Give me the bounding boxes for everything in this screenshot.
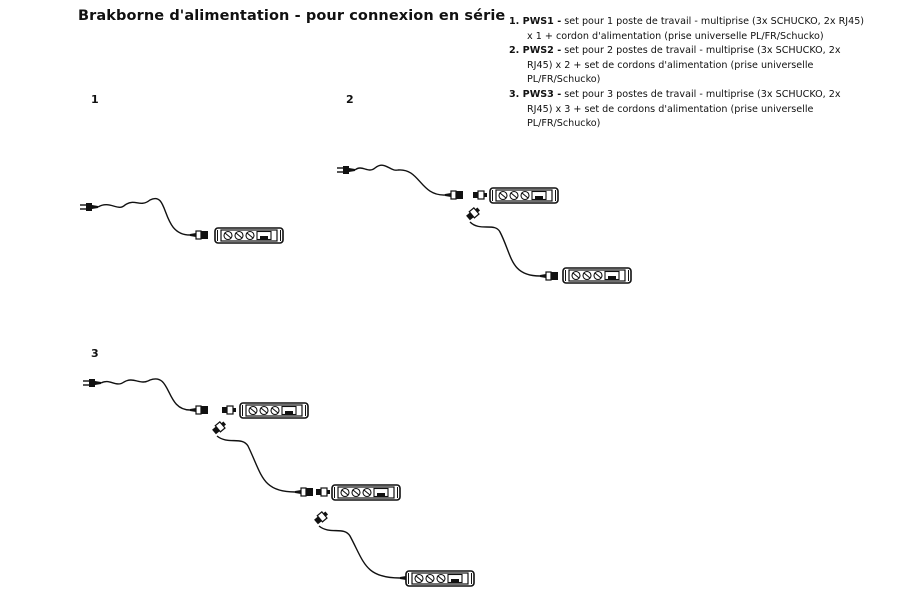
list-item-pws1: 1. PWS1 - set pour 1 poste de travail - … bbox=[509, 15, 869, 44]
list-item-pws2: 2. PWS2 - set pour 2 postes de travail -… bbox=[509, 44, 869, 88]
power-strip-icon bbox=[214, 227, 284, 244]
diagram-2 bbox=[336, 164, 632, 284]
product-list: 1. PWS1 - set pour 1 poste de travail - … bbox=[509, 15, 869, 132]
socket-connector-icon bbox=[210, 419, 228, 436]
plug-icon bbox=[336, 165, 356, 175]
extension-cord bbox=[216, 435, 296, 493]
socket-connector-icon bbox=[312, 509, 330, 526]
plug-icon bbox=[79, 202, 99, 212]
diagram-number-1: 1 bbox=[91, 93, 99, 106]
extension-cord bbox=[318, 525, 401, 579]
diagram-number-3: 3 bbox=[91, 347, 99, 360]
item-description: set pour 2 postes de travail - multipris… bbox=[527, 45, 841, 86]
item-label: 3. PWS3 - bbox=[509, 88, 562, 100]
power-cord bbox=[97, 197, 191, 236]
diagram-3 bbox=[82, 378, 475, 587]
list-item-pws3: 3. PWS3 - set pour 3 postes de travail -… bbox=[509, 88, 869, 132]
power-strip-icon bbox=[331, 484, 401, 501]
item-label: 1. PWS1 - bbox=[509, 16, 562, 27]
socket-connector-icon bbox=[221, 405, 237, 415]
page-title: Brakborne d'alimentation - pour connexio… bbox=[78, 8, 506, 24]
diagram-1 bbox=[79, 197, 284, 244]
connector-icon bbox=[294, 487, 314, 497]
connector-icon bbox=[189, 405, 209, 415]
item-description: set pour 3 postes de travail - multipris… bbox=[527, 88, 841, 130]
power-strip-icon bbox=[239, 402, 309, 419]
connector-icon bbox=[444, 190, 464, 200]
power-cord bbox=[100, 378, 191, 411]
power-strip-icon bbox=[405, 570, 475, 587]
power-strip-icon bbox=[562, 267, 632, 284]
socket-connector-icon bbox=[464, 205, 482, 222]
connector-icon bbox=[189, 230, 209, 240]
item-description: set pour 1 poste de travail - multiprise… bbox=[527, 16, 865, 42]
socket-connector-icon bbox=[315, 487, 331, 497]
power-cord bbox=[354, 164, 446, 196]
plug-icon bbox=[82, 378, 102, 388]
item-label: 2. PWS2 - bbox=[509, 45, 562, 57]
connector-icon bbox=[539, 271, 559, 281]
diagram-number-2: 2 bbox=[346, 93, 354, 106]
socket-connector-icon bbox=[472, 190, 488, 200]
power-strip-icon bbox=[489, 187, 559, 204]
extension-cord bbox=[469, 221, 541, 277]
